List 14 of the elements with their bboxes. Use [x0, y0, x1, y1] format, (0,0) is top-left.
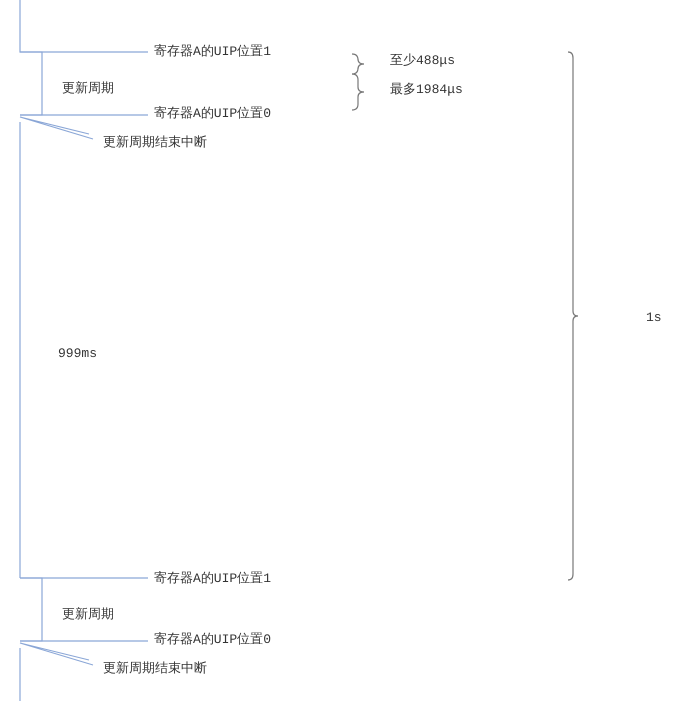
interval-label: 更新周期	[62, 607, 114, 623]
interval-label: 更新周期	[62, 81, 114, 97]
event-label: 更新周期结束中断	[103, 135, 207, 151]
leader-line	[19, 642, 94, 666]
register-bit-label: 寄存器A的UIP位置0	[154, 632, 272, 648]
leader-line	[19, 116, 94, 140]
register-bit-label: 寄存器A的UIP位置1	[154, 44, 272, 60]
duration-label: 999ms	[58, 346, 98, 362]
register-bit-label: 寄存器A的UIP位置0	[154, 106, 272, 122]
event-label: 更新周期结束中断	[103, 661, 207, 677]
duration-label: 最多1984μs	[390, 82, 463, 98]
duration-label: 1s	[646, 310, 662, 326]
register-bit-label: 寄存器A的UIP位置1	[154, 571, 272, 587]
duration-label: 至少488μs	[390, 53, 456, 69]
